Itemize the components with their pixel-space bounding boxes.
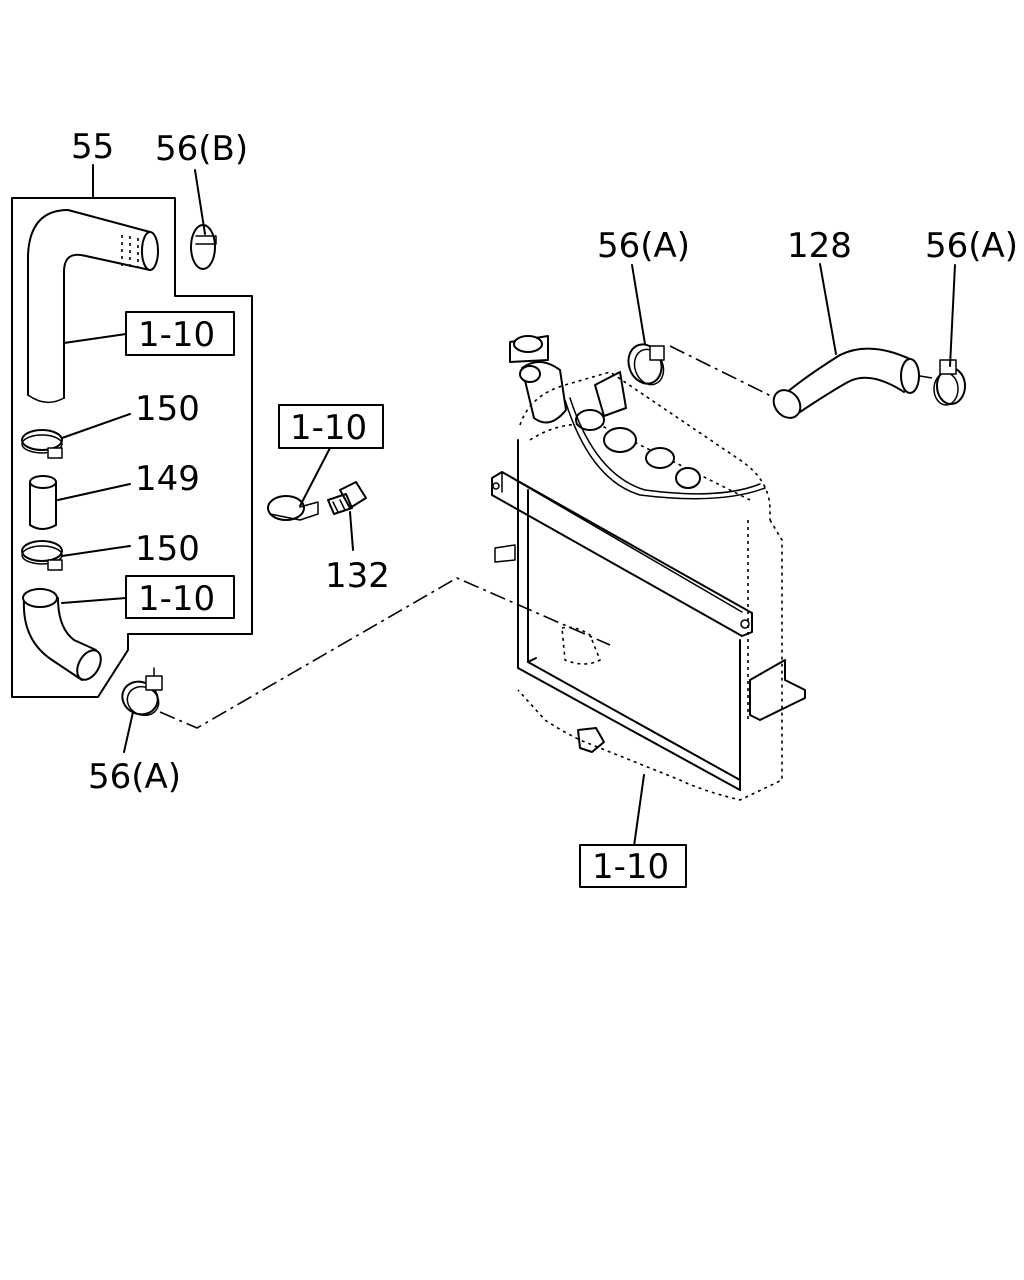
- label-149: 149: [135, 459, 200, 499]
- bracket-part: [267, 495, 319, 521]
- pipe-149: [29, 475, 57, 530]
- leader-ref-radiator: [633, 774, 645, 847]
- radiator-assembly: [491, 335, 806, 801]
- label-56a-top-left: 56(A): [597, 226, 690, 266]
- leader-149: [57, 483, 131, 501]
- clamp-56a-top-right: [933, 359, 966, 406]
- label-ref-top-left: 1-10: [138, 315, 215, 355]
- lower-hose-kit: [22, 588, 102, 681]
- leader-128: [819, 263, 837, 355]
- upper-hose-128: [772, 347, 920, 419]
- leader-ref-bottom-left: [61, 597, 127, 604]
- leader-150-top: [61, 413, 131, 439]
- label-ref-mid: 1-10: [290, 408, 367, 448]
- label-56a-top-right: 56(A): [925, 226, 1018, 266]
- leader-56a-top-right: [949, 264, 956, 367]
- kit-55-outline: [11, 197, 253, 698]
- label-ref-radiator: 1-10: [592, 847, 669, 887]
- label-56b: 56(B): [155, 129, 248, 169]
- clamp-150-top: [21, 429, 63, 459]
- leader-ref-mid: [299, 447, 331, 507]
- centerline-upper-hose: [669, 345, 776, 399]
- clip-56b: [190, 224, 217, 270]
- label-150-top: 150: [135, 389, 200, 429]
- clamp-56a-top-left: [627, 343, 665, 386]
- label-128: 128: [787, 226, 852, 266]
- leader-56a-bottom: [123, 711, 134, 753]
- label-132: 132: [325, 556, 390, 596]
- ref-box-radiator: [579, 844, 687, 888]
- label-150-bottom: 150: [135, 529, 200, 569]
- leader-150-bottom: [61, 545, 131, 557]
- leader-56b: [194, 169, 206, 235]
- clamp-150-bottom: [21, 540, 63, 571]
- label-ref-bottom-left: 1-10: [138, 579, 215, 619]
- ref-box-bottom-left: [125, 575, 235, 619]
- upper-hose-kit: [27, 209, 159, 404]
- leader-132: [349, 511, 354, 551]
- clamp-56a-bottom: [121, 667, 163, 717]
- centerline-upper-hose-right: [919, 375, 933, 379]
- ref-box-top-left: [125, 311, 235, 356]
- leader-56a-top-left: [631, 264, 646, 345]
- drain-plug-132: [327, 481, 367, 515]
- leader-ref-top-left: [63, 333, 127, 344]
- label-55: 55: [71, 127, 114, 167]
- ref-box-mid: [278, 404, 384, 449]
- label-56a-bottom: 56(A): [88, 757, 181, 797]
